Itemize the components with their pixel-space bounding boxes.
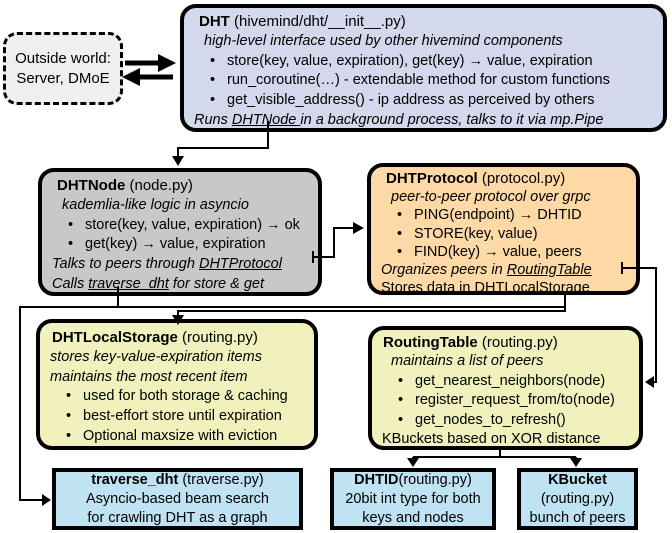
routingtable-bullet-2: register_request_from/to(node) [396,391,635,410]
routingtable-bullet-2-text: register_request_from/to(node) [415,392,615,409]
dhtnode-footer1-part1: Talks to peers through [52,256,199,273]
dht-footer-part1: Runs [194,111,232,128]
dhtnode-traverse-link: traverse_dht [88,275,169,292]
dhtnode-footer2-part1: Calls [52,275,89,292]
dhtnode-footer-2: Calls traverse_dht for store & get [52,275,314,295]
dht-bullet-3-text: get_visible_address() - ip address as pe… [227,92,595,109]
dhtlocalstorage-subtitle-2: maintains the most recent item [50,368,248,385]
outside-to-dht-arrow [125,54,176,72]
dhtlocalstorage-bullet-3-text: Optional maxsize with eviction [83,427,278,444]
dhtid-box: DHTID(routing.py) 20bit int type for bot… [330,468,496,530]
dhtprotocol-bullet-1-text: PING(endpoint) → DHTID [414,207,582,224]
dhtprotocol-footer-1: Organizes peers in RoutingTable [381,261,632,279]
dht-title-line: DHT (hivemind/dht/__init__.py) [199,12,657,32]
dht-title: DHT [199,13,230,30]
traverse-dht-title: traverse_dht [91,471,179,488]
dhtnode-bullet-2-text: get(key) → value, expiration [85,236,266,253]
outside-world-box: Outside world: Server, DMoE [3,32,123,105]
dht-box: DHT (hivemind/dht/__init__.py) high-leve… [180,4,667,132]
dhtprotocol-bullet-3: FIND(key) → value, peers [395,243,632,261]
routingtable-file: (routing.py) [477,334,558,351]
dhtnode-footer2-part3: for store & get [168,275,264,292]
dht-footer-dhtnode-link: DHTNode [231,111,301,128]
routingtable-to-leaves-connector [407,449,582,467]
dhtnode-title-line: DHTNode (node.py) [57,176,314,196]
traverse-dht-line3: for crawling DHT as a graph [87,509,268,526]
dht-bullet-1: store(key, value, expiration), get(key) … [208,52,657,72]
dht-footer: Runs DHTNode in a background process, ta… [194,111,657,131]
dhtnode-box: DHTNode (node.py) kademlia-like logic in… [38,168,322,296]
dhtprotocol-bullet-1: PING(endpoint) → DHTID [395,206,632,224]
traverse-dht-file: (traverse.py) [178,471,264,488]
dhtnode-bullet-2: get(key) → value, expiration [66,235,314,255]
routingtable-footer: KBuckets based on XOR distance [382,431,601,448]
kbucket-file: (routing.py) [540,490,615,507]
dhtid-line2: 20bit int type for both [345,490,481,507]
dhtnode-bullet-1-text: store(key, value, expiration) → ok [85,216,300,233]
dhtlocalstorage-title: DHTLocalStorage [52,329,178,346]
dhtprotocol-file: (protocol.py) [477,170,566,187]
dhtprotocol-footer1-part1: Organizes peers in [381,262,507,279]
dhtid-title: DHTID [354,471,399,488]
dhtprotocol-bullet-3-text: FIND(key) → value, peers [414,243,582,260]
traverse-dht-box: traverse_dht (traverse.py) Asyncio-based… [52,468,303,530]
dhtid-title-line: DHTID(routing.py) [354,471,472,490]
dhtprotocol-localstorage-link: LocalStorage [504,280,590,297]
routingtable-bullet-3-text: get_nodes_to_refresh() [415,411,566,428]
dhtnode-dhtprotocol-link: DHTProtocol [198,256,282,273]
routingtable-bullet-3: get_nodes_to_refresh() [396,411,635,430]
dht-bullet-1-text: store(key, value, expiration), get(key) … [227,52,593,69]
routingtable-subtitle: maintains a list of peers [391,353,544,370]
dhtprotocol-footer-2: Stores data in DHTLocalStorage [381,279,632,297]
kbucket-title: KBucket [548,471,607,488]
dhtnode-subtitle: kademlia-like logic in asyncio [62,196,249,213]
routingtable-bullet-1-text: get_nearest_neighbors(node) [415,372,606,389]
dhtprotocol-routingtable-link: RoutingTable [506,262,592,279]
outside-world-line1: Outside world: [15,49,111,67]
dhtlocalstorage-box: DHTLocalStorage (routing.py) stores key-… [36,319,318,450]
dhtlocalstorage-bullet-1: used for both storage & caching [64,387,310,407]
dhtnode-bullet-1: store(key, value, expiration) → ok [66,216,314,236]
dhtlocalstorage-bullet-2: best-effort store until expiration [64,407,310,427]
kbucket-box: KBucket (routing.py) bunch of peers [517,468,638,530]
dht-bullet-2-text: run_coroutine(…) - extendable method for… [227,72,610,89]
traverse-dht-title-line: traverse_dht (traverse.py) [91,471,263,490]
dht-file: (hivemind/dht/__init__.py) [229,13,406,30]
routingtable-box: RoutingTable (routing.py) maintains a li… [368,326,643,450]
dhtlocalstorage-bullet-2-text: best-effort store until expiration [83,408,282,425]
dht-bullet-3: get_visible_address() - ip address as pe… [208,91,657,111]
traverse-dht-line2: Asyncio-based beam search [86,490,269,507]
dhtlocalstorage-subtitle-1: stores key-value-expiration items [50,348,262,365]
routingtable-bullet-1: get_nearest_neighbors(node) [396,372,635,391]
dhtlocalstorage-bullet-1-text: used for both storage & caching [83,388,288,405]
dhtprotocol-footer2-part1: Stores data in DHT [381,280,505,297]
dhtid-line3: keys and nodes [362,509,464,526]
dht-footer-part3: in a background process, talks to it via… [300,111,604,128]
dhtlocalstorage-bullet-3: Optional maxsize with eviction [64,427,310,447]
routingtable-title-line: RoutingTable (routing.py) [383,333,635,352]
dhtid-file: (routing.py) [398,471,472,488]
routingtable-title: RoutingTable [383,334,478,351]
dht-to-outside-arrow [122,68,173,86]
kbucket-line3: bunch of peers [529,509,626,526]
outside-world-line2: Server, DMoE [16,69,110,87]
dhtprotocol-subtitle: peer-to-peer protocol over grpc [391,189,591,206]
dhtnode-file: (node.py) [125,177,193,194]
dhtprotocol-bullet-2-text: STORE(key, value) [414,225,538,242]
dhtprotocol-bullet-2: STORE(key, value) [395,225,632,243]
dht-bullet-2: run_coroutine(…) - extendable method for… [208,71,657,91]
dhtprotocol-title: DHTProtocol [386,170,478,187]
dhtlocalstorage-file: (routing.py) [177,329,258,346]
dhtprotocol-title-line: DHTProtocol (protocol.py) [386,170,632,188]
dhtprotocol-box: DHTProtocol (protocol.py) peer-to-peer p… [367,163,640,297]
dht-subtitle: high-level interface used by other hivem… [204,32,563,49]
dhtnode-footer-1: Talks to peers through DHTProtocol [52,255,314,275]
dhtlocalstorage-title-line: DHTLocalStorage (routing.py) [52,328,310,348]
dhtnode-title: DHTNode [57,177,126,194]
